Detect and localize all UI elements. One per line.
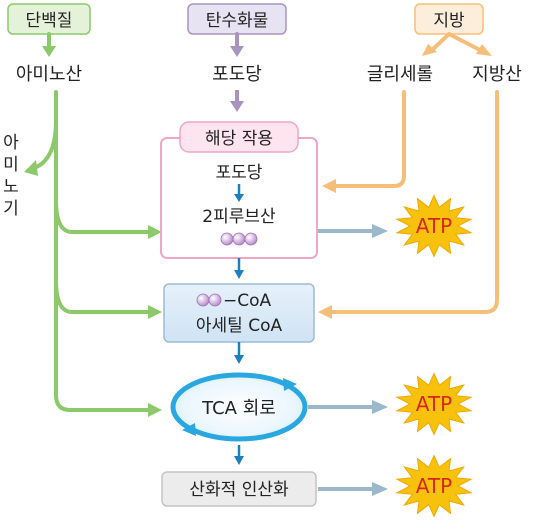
carb-to-glycolysis-arrow [230, 90, 244, 112]
protein-arrowheads [24, 160, 162, 417]
side-char-1: 아 [3, 133, 19, 153]
atp-arrows [308, 229, 374, 491]
tca-cycle: TCA 회로 [170, 372, 308, 442]
oxphos-box: 산화적 인산화 [161, 471, 317, 507]
glycolysis-title: 해당 작용 [205, 129, 273, 149]
fat-pathway-arrows [328, 90, 499, 314]
atp-burst-icon [395, 454, 473, 518]
side-char-3: 노 [3, 177, 19, 197]
tca-rotation-arrow-icon [283, 378, 297, 391]
atp-label: ATP [416, 214, 452, 238]
protein-source: 단백질 [7, 3, 91, 35]
atp-bursts: ATP ATP ATP [395, 194, 473, 518]
protein-pathway-arrows [32, 90, 152, 412]
fat-source: 지방 [414, 3, 484, 35]
source-arrows [42, 32, 492, 57]
amino-acid-label: 아미노산 [16, 64, 82, 85]
side-char-2: 미 [3, 155, 19, 175]
fat-label: 지방 [433, 11, 465, 31]
tca-to-oxphos-arrow [234, 445, 244, 465]
glycolysis-glucose: 포도당 [216, 163, 263, 183]
fatty-acid-label: 지방산 [472, 64, 522, 85]
fat-arrowheads [318, 179, 336, 319]
glycerol-label: 글리세롤 [367, 64, 433, 85]
side-vertical-label: 아 미 노 기 [3, 133, 19, 219]
atp-burst-icon [395, 194, 473, 258]
glucose-top-label: 포도당 [212, 64, 262, 85]
atp-label: ATP [416, 392, 452, 416]
pyruvate-molecule-icon [220, 232, 258, 246]
acetyl-coa-full: 아세틸 CoA [196, 316, 283, 336]
acetyl-coa-box: −CoA 아세틸 CoA [163, 283, 315, 343]
tca-rotation-arrow-icon-2 [182, 423, 196, 436]
acetyl-to-tca-arrow [234, 342, 244, 364]
carbohydrate-label: 탄수화물 [206, 11, 269, 31]
protein-label: 단백질 [26, 11, 73, 31]
acetyl-molecule-icon [196, 293, 222, 307]
atp-burst-icon [395, 372, 473, 436]
carbohydrate-source: 탄수화물 [187, 3, 287, 35]
atp-label: ATP [416, 474, 452, 498]
glycolysis-box: 해당 작용 포도당 2피루브산 [160, 121, 318, 259]
pyruvate-label: 2피루브산 [202, 207, 276, 227]
oxphos-label: 산화적 인산화 [189, 480, 289, 500]
glycolysis-title-tab [179, 121, 299, 153]
side-char-4: 기 [3, 199, 19, 219]
acetyl-coa-short: −CoA [223, 291, 272, 311]
glycolysis-to-acetyl-arrow [234, 258, 244, 279]
tca-label: TCA 회로 [201, 398, 276, 419]
atp-arrowheads [372, 224, 388, 496]
